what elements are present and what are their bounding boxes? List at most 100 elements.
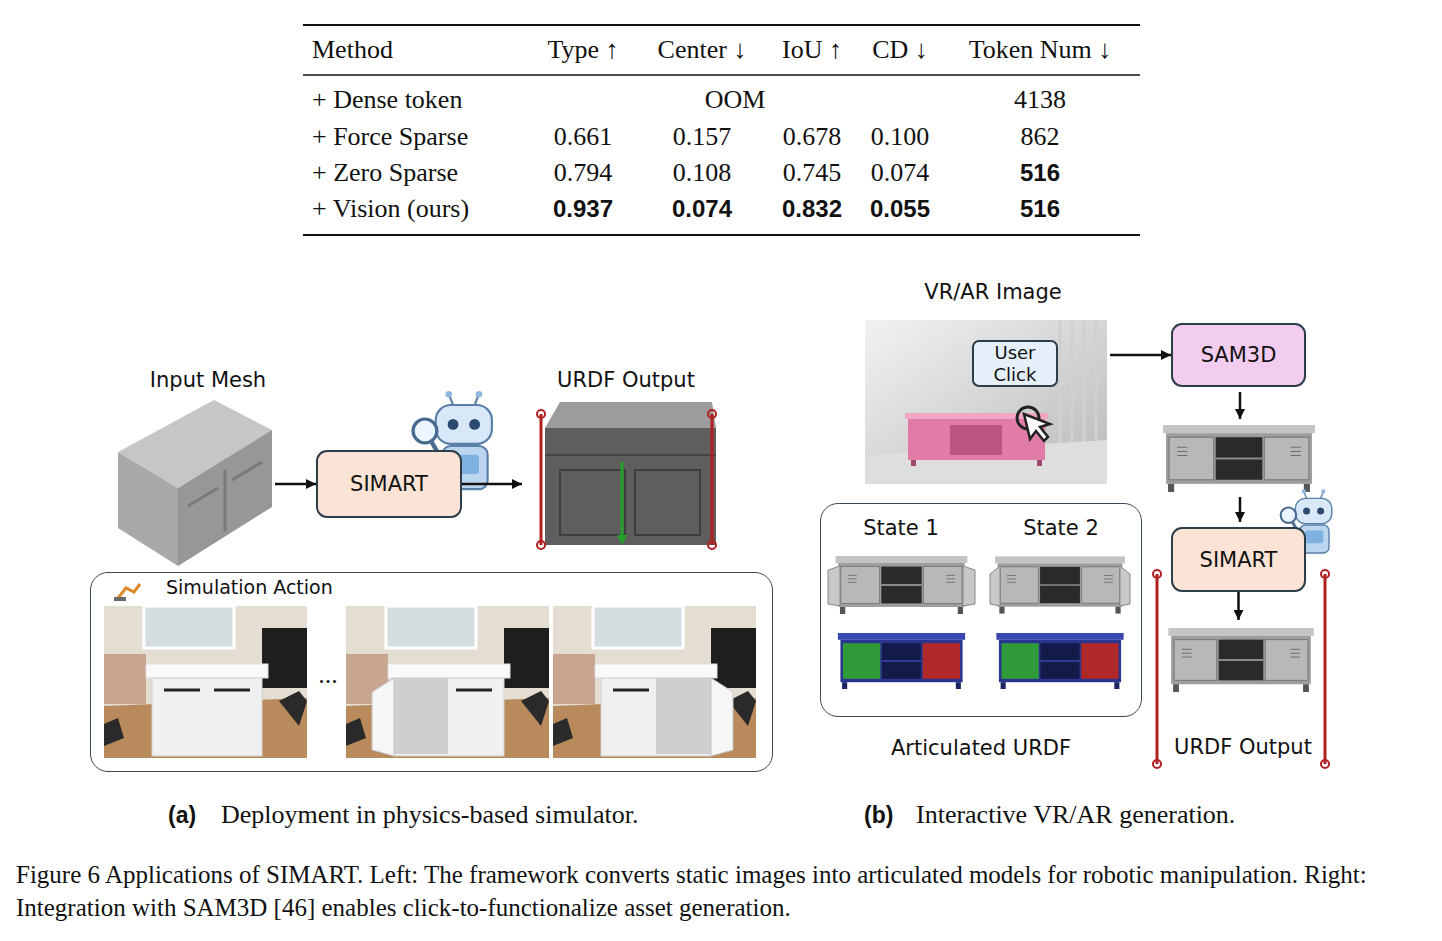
panel-box: Simulation Action	[90, 572, 773, 772]
pink-cabinet-leg	[911, 460, 916, 466]
table-cell: + Dense token	[312, 85, 462, 115]
state-asset	[995, 556, 1125, 613]
mesh-side	[118, 452, 178, 566]
sim-frame	[553, 606, 756, 758]
table-cell: 0.108	[673, 158, 732, 188]
table-cell: + Force Sparse	[312, 122, 468, 152]
pink-cabinet	[908, 419, 1045, 460]
box-label: User Click	[974, 342, 1056, 386]
robot-arm-icon	[118, 584, 140, 598]
joint-end	[1321, 570, 1329, 578]
urdf-asset	[1168, 628, 1313, 692]
arrow-connector	[1110, 354, 1171, 357]
ellipsis-mark: ...	[318, 660, 338, 690]
table-cell: + Zero Sparse	[312, 158, 458, 188]
table-cell: 0.055	[870, 195, 930, 223]
joint-end	[708, 541, 716, 549]
table-rule	[303, 74, 1140, 75]
mesh-front	[178, 430, 272, 566]
open-door	[828, 566, 840, 606]
cabinet-door	[560, 470, 625, 535]
state-asset	[836, 556, 968, 614]
table-cell: 516	[1020, 195, 1060, 223]
mesh-details	[188, 462, 262, 532]
joint-end	[537, 541, 545, 549]
process-box: SIMART	[1171, 527, 1306, 592]
cabinet-door	[635, 470, 700, 535]
node-heading: URDF Output	[1174, 735, 1312, 759]
illustration-node: URDF Output	[522, 365, 732, 555]
table-header: Type ↑	[547, 35, 618, 65]
joint-end	[708, 410, 716, 418]
joint-axis	[711, 414, 714, 545]
open-door	[372, 678, 394, 756]
part-colored-asset	[838, 633, 965, 689]
table-header: Method	[312, 35, 393, 65]
illustration-node: URDF Output	[1160, 620, 1325, 760]
table-cell: 0.794	[554, 158, 613, 188]
figure-caption: Figure 6 Applications of SIMART. Left: T…	[16, 858, 1431, 924]
flow-arrow	[1239, 497, 1242, 522]
cabinet-front	[545, 428, 716, 545]
joint-axis	[540, 414, 543, 545]
part-colored-asset	[996, 633, 1123, 689]
table-rule	[303, 24, 1140, 26]
table-cell: 0.074	[672, 195, 732, 223]
arrow-connector	[275, 483, 316, 486]
table-cell: 0.745	[783, 158, 842, 188]
subfigure-tag: (b)	[864, 802, 893, 829]
cabinet-interior	[394, 678, 448, 754]
box-label: SAM3D	[1201, 344, 1277, 366]
prismatic-axis	[621, 462, 624, 536]
table-cell: 0.832	[782, 195, 842, 223]
callout-box: User Click	[972, 340, 1058, 387]
table-header: Center ↓	[658, 35, 747, 65]
box-label: SIMART	[1200, 549, 1278, 571]
subfigure-caption: Interactive VR/AR generation.	[916, 800, 1235, 830]
process-box: SAM3D	[1171, 323, 1306, 387]
table-header: CD ↓	[872, 35, 928, 65]
table-cell: 0.678	[783, 122, 842, 152]
open-door	[963, 566, 975, 606]
mouse-cursor	[1024, 414, 1050, 441]
arrow-connector	[462, 483, 522, 486]
robot-arm-base	[114, 597, 126, 601]
table-cell: + Vision (ours)	[312, 194, 469, 224]
table-cell: 4138	[1014, 85, 1066, 115]
node-heading: State 1	[863, 516, 939, 540]
open-door	[711, 678, 733, 756]
cabinet-interior	[656, 678, 711, 754]
panel-box: State 1State 2Articulated URDF	[820, 503, 1142, 717]
static-asset	[1163, 425, 1315, 492]
cabinet-top	[545, 402, 716, 428]
joint-axis	[1156, 574, 1159, 764]
sim-frame	[104, 606, 307, 758]
sim-frame	[346, 606, 549, 758]
node-heading: VR/AR Image	[924, 280, 1061, 304]
illustration-node: VR/AR ImageUser Click	[860, 277, 1110, 489]
box-label: SIMART	[350, 473, 428, 495]
table-header: IoU ↑	[782, 35, 842, 65]
node-heading: State 2	[1023, 516, 1099, 540]
table-cell: 862	[1021, 122, 1060, 152]
arrow-connector	[1237, 592, 1240, 620]
node-heading: URDF Output	[557, 368, 695, 392]
table-cell: 516	[1020, 159, 1060, 187]
table-cell: 0.661	[554, 122, 613, 152]
node-heading: Articulated URDF	[891, 736, 1071, 760]
process-box: SIMART	[316, 450, 462, 518]
subfigure-tag: (a)	[168, 802, 196, 829]
joint-axis	[1324, 574, 1327, 764]
table-cell: OOM	[705, 85, 766, 115]
subfigure-caption: Deployment in physics-based simulator.	[221, 800, 638, 830]
cabinet-line	[545, 454, 716, 456]
joint-end	[1153, 760, 1161, 768]
illustration-node: Input Mesh	[115, 365, 275, 570]
table-cell: 0.937	[553, 195, 613, 223]
open-door	[990, 566, 1000, 606]
node-heading: Input Mesh	[150, 368, 266, 392]
pink-cabinet-leg	[1037, 460, 1042, 466]
table-header: Token Num ↓	[969, 35, 1112, 65]
node-heading: Simulation Action	[166, 576, 333, 598]
